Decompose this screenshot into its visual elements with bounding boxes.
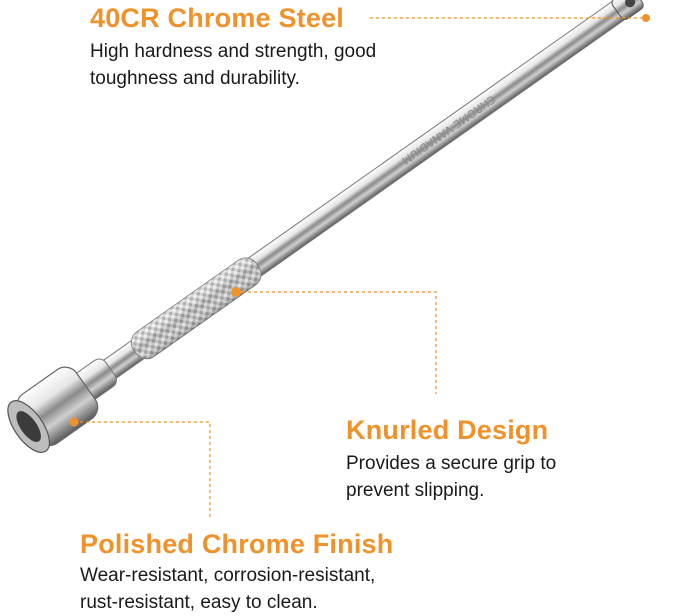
feature-title: Polished Chrome Finish	[80, 529, 394, 559]
callout-dot-steel	[642, 14, 650, 22]
feature-description: Wear-resistant, corrosion-resistant, rus…	[80, 565, 376, 613]
callout-dot-knurl	[231, 287, 241, 297]
feature-description: High hardness and strength, good toughne…	[90, 41, 377, 89]
feature-knurled-design: Knurled Design Provides a secure grip to…	[346, 414, 556, 504]
feature-title: 40CR Chrome Steel	[90, 3, 344, 33]
callout-line-polish	[74, 421, 211, 520]
callout-line-knurl	[236, 291, 437, 394]
feature-polished-finish: Polished Chrome Finish Wear-resistant, c…	[80, 528, 393, 616]
callout-dot-polish	[69, 417, 79, 427]
feature-chrome-steel: 40CR Chrome Steel High hardness and stre…	[90, 2, 376, 92]
engraving-text: CHROME VANADIUM	[399, 92, 498, 167]
feature-title: Knurled Design	[346, 415, 549, 445]
feature-description: Provides a secure grip to prevent slippi…	[346, 453, 557, 501]
